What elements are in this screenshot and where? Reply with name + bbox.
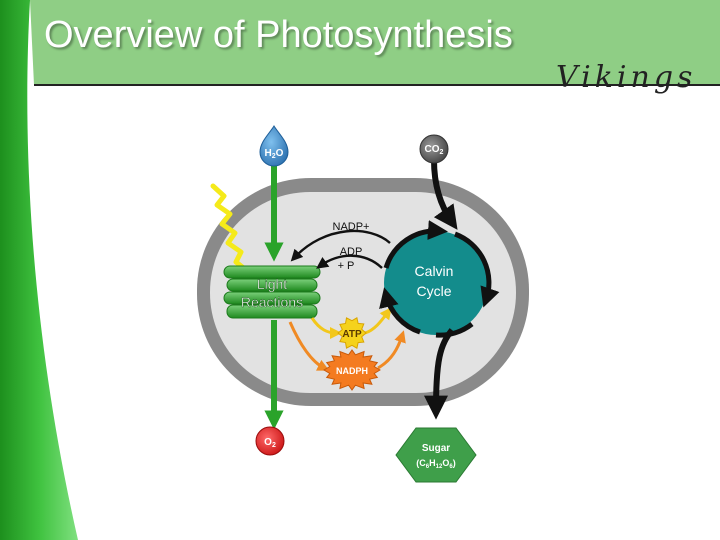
thylakoid-stack [223, 265, 321, 319]
adp-return-arrow [316, 254, 383, 269]
atp-label: ATP [342, 329, 362, 340]
atp-in-arrow [310, 317, 342, 339]
sunlight-icon [210, 183, 249, 273]
brand-logo: Vikings [556, 60, 697, 95]
o2-circle-icon [255, 426, 285, 456]
sugar-arrow [424, 328, 455, 420]
adp-label-line2: + P [338, 260, 355, 272]
atp-burst [337, 317, 367, 349]
atp-out-arrow [364, 307, 392, 335]
left-accent-bar [0, 0, 78, 540]
nadp-return-arrow [290, 229, 391, 262]
sugar-formula: (C6H12O6) [416, 458, 455, 470]
nadp-label: NADP+ [333, 221, 370, 233]
header-band [30, 0, 720, 85]
calvin-cycle-label-line1: Calvin [415, 263, 454, 279]
adp-label-line1: ADP [340, 246, 363, 258]
h2o-label: H2O [265, 148, 284, 160]
co2-arrow [431, 159, 458, 230]
calvin-cycle-disc [384, 231, 488, 335]
nadph-out-arrow [377, 330, 406, 370]
light-reactions-label-line1: Light [257, 276, 287, 292]
co2-circle-icon [419, 134, 449, 164]
light-reactions-label-line2: Reactions [241, 294, 303, 310]
o2-label: O2 [264, 437, 276, 449]
h2o-droplet-icon [259, 125, 289, 167]
nadph-label: NADPH [336, 366, 368, 376]
calvin-cycle-label-line2: Cycle [416, 283, 451, 299]
header-rule [34, 84, 720, 86]
nadph-burst [323, 349, 381, 391]
calvin-cycle-arrows [379, 220, 500, 338]
page-title: Overview of Photosynthesis [44, 14, 513, 56]
co2-label: CO2 [425, 144, 444, 156]
sugar-hexagon [395, 427, 477, 483]
nadph-in-arrow [288, 321, 330, 371]
sugar-label: Sugar [422, 443, 450, 454]
